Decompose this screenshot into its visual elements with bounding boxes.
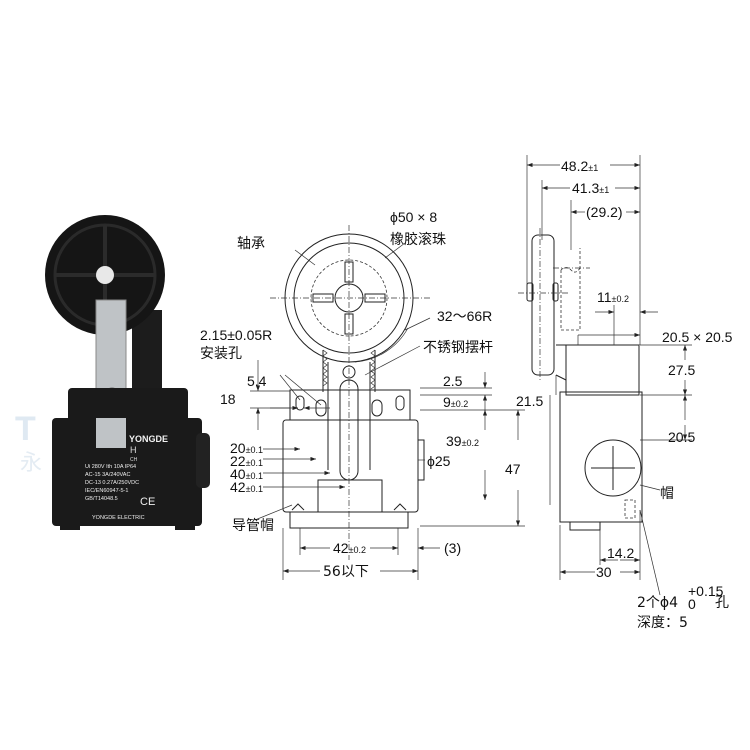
dim-text: 22 xyxy=(230,453,246,469)
dim-2-5: 2.5 xyxy=(443,373,463,389)
dim-text: 20 xyxy=(230,440,246,456)
label-holes: 2个ϕ4 +0.15 0 孔 xyxy=(637,583,729,612)
dim-29-2: (29.2) xyxy=(586,204,623,220)
dim-text: 48.2 xyxy=(561,158,588,174)
dim-text: ±0.1 xyxy=(246,484,263,494)
dim-22: 22±0.1 xyxy=(230,453,263,469)
dim-text: ±0.1 xyxy=(246,471,263,481)
dim-w3: (3) xyxy=(444,540,461,556)
label-mount-radius: 2.15±0.05R xyxy=(200,327,272,343)
dim-14-2: 14.2 xyxy=(607,545,634,561)
label-lever-range: 32～66R xyxy=(437,308,492,324)
model-text: H xyxy=(130,445,137,455)
dim-text: 42 xyxy=(230,479,246,495)
rating-line: DC-13 0.27A/250VDC xyxy=(85,480,139,486)
dim-20: 20±0.1 xyxy=(230,440,263,456)
rating-line: GB/T14048.5 xyxy=(85,496,118,502)
dim-18: 18 xyxy=(220,391,236,407)
dim-w56: 56以下 xyxy=(323,564,369,580)
label-lever-name: 不锈钢摆杆 xyxy=(423,340,493,356)
dim-text: ±1 xyxy=(588,163,598,173)
dim-40: 40±0.1 xyxy=(230,466,263,482)
dim-30: 30 xyxy=(596,564,612,580)
conduit-cap xyxy=(196,433,210,488)
side-view xyxy=(518,155,692,596)
dim-text: 42 xyxy=(333,540,349,556)
dim-48-2: 48.2±1 xyxy=(561,158,598,174)
front-view xyxy=(250,225,525,580)
dim-9: 9±0.2 xyxy=(443,394,468,410)
switch-body xyxy=(52,418,202,526)
dim-text: ±0.2 xyxy=(451,399,468,409)
product-photo: T 永 YONGDE H CH Ui 280V Ith 10A IP64 AC-… xyxy=(15,215,210,530)
label-cap: 帽 xyxy=(660,486,674,502)
holes-tol-upper: +0.15 xyxy=(688,583,724,599)
label-depth: 深度：5 xyxy=(637,615,688,631)
dim-text: ±0.1 xyxy=(246,458,263,468)
dim-text: 11 xyxy=(597,289,612,305)
dim-27-5: 27.5 xyxy=(668,362,695,378)
label-bearing: 轴承 xyxy=(237,236,265,252)
roller-hub xyxy=(96,266,114,284)
dim-47: 47 xyxy=(505,461,521,477)
dim-42: 42±0.1 xyxy=(230,479,263,495)
holes-prefix: 2个ϕ4 xyxy=(637,595,678,611)
dim-text: 9 xyxy=(443,394,451,410)
dim-5-4: 5.4 xyxy=(247,373,267,389)
label-roller-name: 橡胶滚珠 xyxy=(390,231,446,248)
label-roller-dia: ϕ50 × 8 xyxy=(390,209,437,225)
dim-41-3: 41.3±1 xyxy=(572,180,609,196)
ce-mark: CE xyxy=(140,496,155,508)
dim-20-5: 20.5 xyxy=(668,429,695,445)
rating-line: AC-15 3A/240VAC xyxy=(85,472,130,478)
dim-text: ±0.1 xyxy=(246,445,263,455)
holes-suffix: 孔 xyxy=(715,595,729,611)
maker-text: YONGDE ELECTRIC xyxy=(92,515,145,521)
label-mount-hole: 安装孔 xyxy=(200,346,242,362)
dim-text: ±1 xyxy=(599,185,609,195)
dim-text: 40 xyxy=(230,466,246,482)
dim-11: 11±0.2 xyxy=(597,289,629,305)
dim-text: 39 xyxy=(446,433,462,449)
watermark: T xyxy=(15,410,36,448)
watermark-cn: 永 xyxy=(20,450,42,475)
rating-line: Ui 280V Ith 10A IP64 xyxy=(85,464,136,470)
dim-w42: 42±0.2 xyxy=(333,540,366,556)
brand-text: YONGDE xyxy=(129,434,168,444)
dim-text: 41.3 xyxy=(572,180,599,196)
holes-tol-lower: 0 xyxy=(688,596,696,612)
dim-text: ±0.2 xyxy=(612,294,629,304)
dim-text: ±0.2 xyxy=(349,545,366,555)
dim-21-5: 21.5 xyxy=(516,393,543,409)
dim-phi25: ϕ25 xyxy=(427,453,451,469)
rating-line: IEC/EN60947-5-1 xyxy=(85,488,128,494)
label-conduit-cap: 导管帽 xyxy=(232,518,274,534)
dim-20-5x20-5: 20.5 × 20.5 xyxy=(662,329,733,345)
dim-text: ±0.2 xyxy=(462,438,479,448)
model-suffix: CH xyxy=(130,457,138,463)
dim-39: 39±0.2 xyxy=(446,433,479,449)
